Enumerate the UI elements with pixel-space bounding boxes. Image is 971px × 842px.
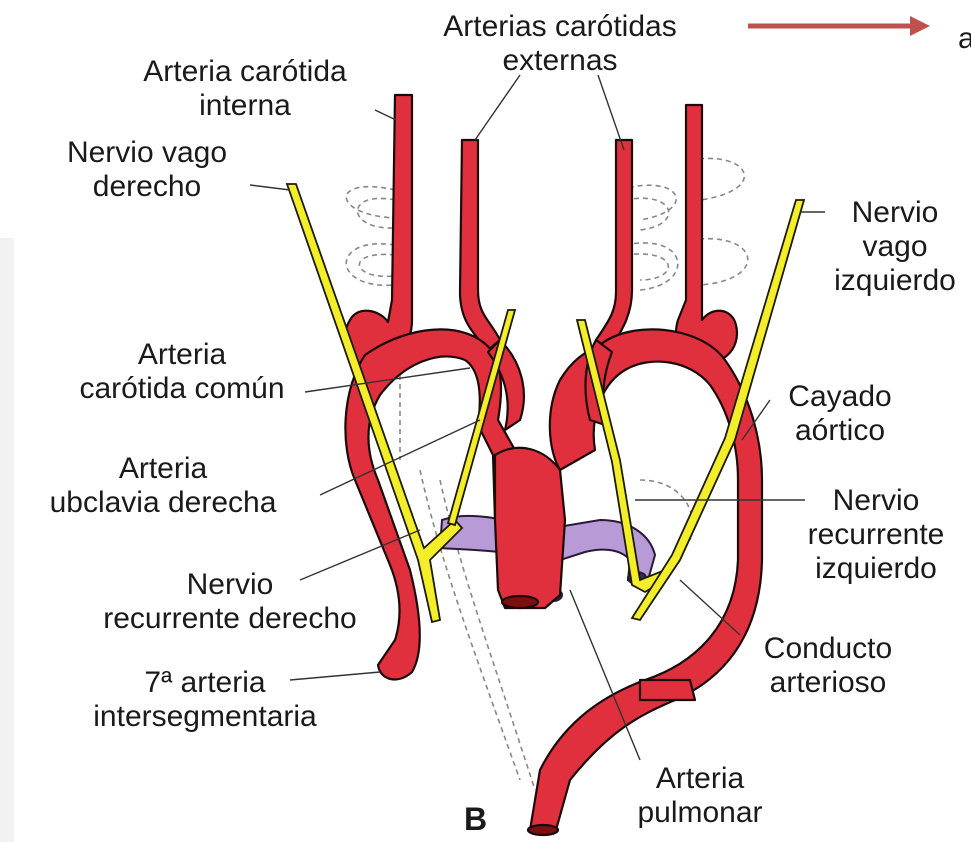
left-recurrent-label: Nervio recurrente izquierdo <box>786 484 966 586</box>
panel-letter: B <box>464 802 487 836</box>
left-recurrent-label-line2: recurrente <box>786 518 966 552</box>
intersegmental-artery-label: 7ª arteria intersegmentaria <box>50 666 360 734</box>
ductus-arteriosus-label-line2: arterioso <box>738 666 918 700</box>
left-vagus-label-line2: vago <box>820 230 970 264</box>
common-carotid-label: Arteria carótida común <box>52 338 312 406</box>
background-panel <box>0 238 14 842</box>
right-arrow-icon <box>748 16 930 36</box>
left-recurrent-label-line3: izquierdo <box>786 552 966 586</box>
common-carotid-label-line1: Arteria <box>52 338 312 372</box>
right-recurrent-label-line2: recurrente derecho <box>55 602 405 636</box>
right-vagus-label-line2: derecho <box>22 170 272 204</box>
left-vagus-label: Nervio vago izquierdo <box>820 196 970 298</box>
internal-carotid-label-line2: interna <box>95 89 395 123</box>
left-recurrent-label-line1: Nervio <box>786 484 966 518</box>
external-carotids-label-line2: externas <box>390 44 730 78</box>
right-vagus-label-line1: Nervio vago <box>22 136 272 170</box>
right-subclavian-label-line2: ubclavia derecha <box>8 486 318 520</box>
pulmonary-artery-label: Arteria pulmonar <box>600 762 800 830</box>
intersegmental-artery-label-line2: intersegmentaria <box>50 700 360 734</box>
ductus-arteriosus-label-line1: Conducto <box>738 632 918 666</box>
left-vagus-label-line3: izquierdo <box>820 264 970 298</box>
right-subclavian-label: Arteria ubclavia derecha <box>8 452 318 520</box>
right-recurrent-label: Nervio recurrente derecho <box>55 568 405 636</box>
intersegmental-artery-label-line1: 7ª arteria <box>50 666 360 700</box>
ductus-arteriosus-label: Conducto arterioso <box>738 632 918 700</box>
aortic-arch-label-line2: aórtico <box>760 414 920 448</box>
aortic-arch-label: Cayado aórtico <box>760 380 920 448</box>
external-carotids-label-line1: Arterias carótidas <box>390 10 730 44</box>
right-vagus-label: Nervio vago derecho <box>22 136 272 204</box>
left-vagus-label-line1: Nervio <box>820 196 970 230</box>
aortic-arch-label-line1: Cayado <box>760 380 920 414</box>
internal-carotid-label-line1: Arteria carótida <box>95 55 395 89</box>
arteries <box>344 95 762 835</box>
external-carotids-label: Arterias carótidas externas <box>390 10 730 78</box>
right-subclavian-label-line1: Arteria <box>8 452 318 486</box>
pulmonary-artery-label-line2: pulmonar <box>600 796 800 830</box>
right-recurrent-label-line1: Nervio <box>55 568 405 602</box>
internal-carotid-label: Arteria carótida interna <box>95 55 395 123</box>
common-carotid-label-line2: carótida común <box>52 372 312 406</box>
pulmonary-artery-label-line1: Arteria <box>600 762 800 796</box>
corner-fragment-label: a <box>958 22 971 56</box>
